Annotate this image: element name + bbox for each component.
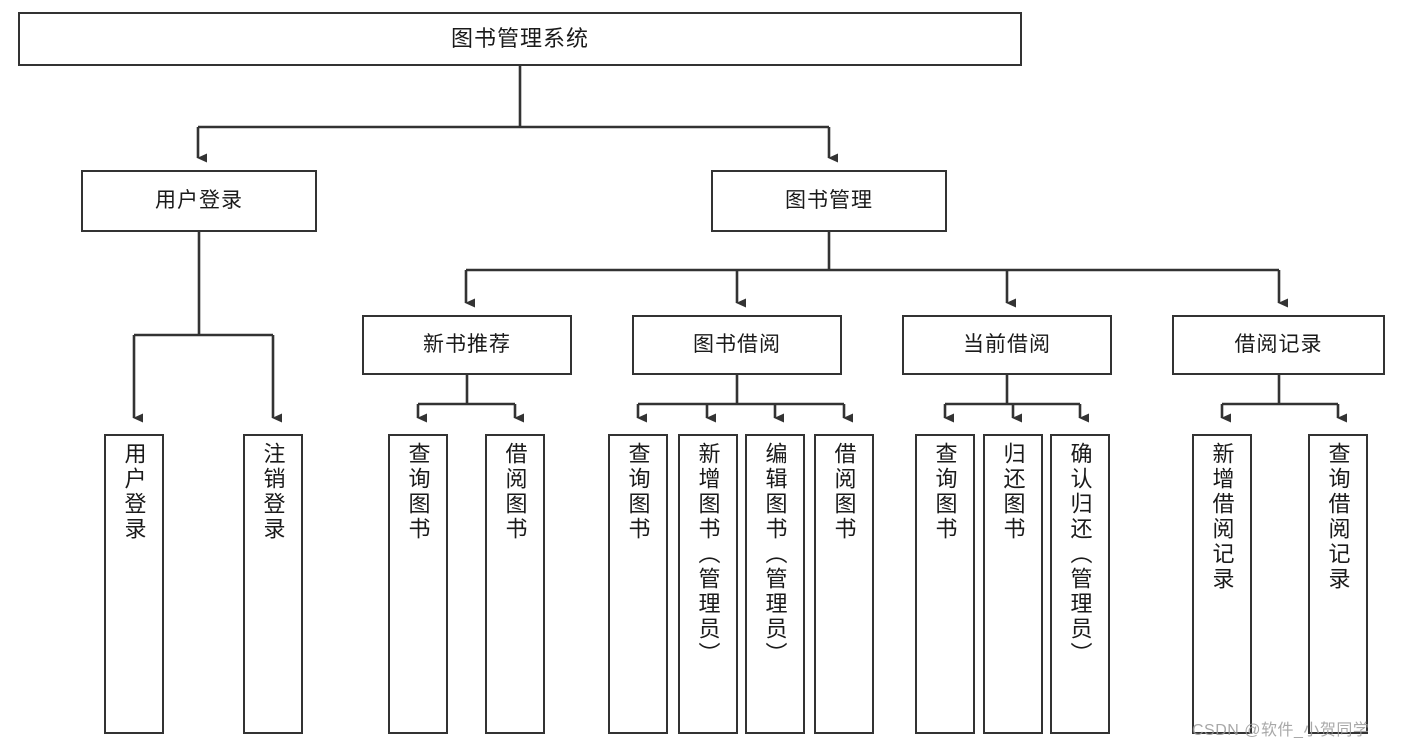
node-leaf-return-book-label: 归还图书 [1000,442,1026,542]
node-borrow-record-label: 借阅记录 [1234,332,1323,356]
node-leaf-borrow-book-2[interactable]: 借阅图书 [814,434,874,734]
node-leaf-query-book-2[interactable]: 查询图书 [608,434,668,734]
node-leaf-add-book-label: 新增图书（管理员） [695,442,721,667]
node-leaf-query-borrow-record-label: 查询借阅记录 [1325,442,1351,592]
node-leaf-query-book-3[interactable]: 查询图书 [915,434,975,734]
node-new-book-recommend-label: 新书推荐 [423,332,511,356]
node-current-borrow[interactable]: 当前借阅 [902,315,1112,375]
csdn-watermark: CSDN @软件_小贺同学 [1192,722,1370,739]
node-leaf-logout-login[interactable]: 注销登录 [243,434,303,734]
node-new-book-recommend[interactable]: 新书推荐 [362,315,572,375]
node-root-label: 图书管理系统 [450,26,589,52]
node-user-login-label: 用户登录 [155,188,243,212]
node-root[interactable]: 图书管理系统 [18,12,1022,66]
node-leaf-borrow-book-2-label: 借阅图书 [831,442,857,542]
node-borrow-record[interactable]: 借阅记录 [1172,315,1385,375]
node-leaf-edit-book[interactable]: 编辑图书（管理员） [745,434,805,734]
node-leaf-logout-login-label: 注销登录 [260,442,286,542]
node-leaf-user-login[interactable]: 用户登录 [104,434,164,734]
node-leaf-query-book-3-label: 查询图书 [932,442,958,542]
node-book-management[interactable]: 图书管理 [711,170,947,232]
node-leaf-add-book[interactable]: 新增图书（管理员） [678,434,738,734]
node-leaf-borrow-book-1[interactable]: 借阅图书 [485,434,545,734]
node-leaf-add-borrow-record-label: 新增借阅记录 [1209,442,1235,592]
node-leaf-return-book[interactable]: 归还图书 [983,434,1043,734]
node-leaf-confirm-return[interactable]: 确认归还（管理员） [1050,434,1110,734]
node-current-borrow-label: 当前借阅 [963,332,1051,356]
node-book-borrow[interactable]: 图书借阅 [632,315,842,375]
node-book-management-label: 图书管理 [785,188,873,212]
node-leaf-confirm-return-label: 确认归还（管理员） [1067,442,1093,667]
node-leaf-query-borrow-record[interactable]: 查询借阅记录 [1308,434,1368,734]
node-leaf-query-book-2-label: 查询图书 [625,442,651,542]
node-leaf-add-borrow-record[interactable]: 新增借阅记录 [1192,434,1252,734]
node-leaf-edit-book-label: 编辑图书（管理员） [762,442,788,667]
node-leaf-borrow-book-1-label: 借阅图书 [502,442,528,542]
node-leaf-query-book-1-label: 查询图书 [405,442,431,542]
node-user-login[interactable]: 用户登录 [81,170,317,232]
node-leaf-user-login-label: 用户登录 [121,442,147,542]
node-book-borrow-label: 图书借阅 [693,332,781,356]
node-leaf-query-book-1[interactable]: 查询图书 [388,434,448,734]
